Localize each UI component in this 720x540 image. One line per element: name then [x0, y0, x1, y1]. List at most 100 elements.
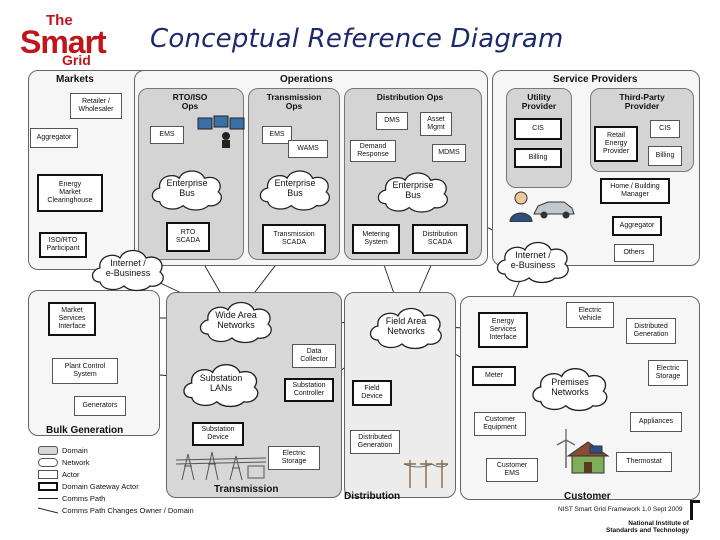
actor-generators: Generators [74, 396, 126, 416]
legend-network-swatch [38, 458, 58, 467]
legend-comms-path-label: Comms Path [62, 494, 106, 503]
cloud-shape [496, 241, 569, 284]
cloud-label: Internet / e-Business [105, 258, 151, 278]
actor-cis-utility: CIS [514, 118, 562, 140]
actor-appliances: Appliances [630, 412, 682, 432]
cloud-label: Enterprise Bus [274, 178, 316, 198]
actor-substation-device: Substation Device [192, 422, 244, 446]
nist-name: National Institute of Standards and Tech… [606, 520, 689, 535]
substation-towers-icon [176, 451, 267, 480]
group-title-third-party-provider: Third-Party Provider [619, 92, 665, 111]
actor-metering-system: Metering System [352, 224, 400, 254]
legend-comms-changes-label: Comms Path Changes Owner / Domain [62, 506, 194, 515]
actor-transmission-scada: Transmission SCADA [262, 224, 326, 254]
domain-label-transmission: Transmission [214, 484, 279, 495]
house-icon [566, 441, 610, 474]
actor-substation-controller: Substation Controller [284, 378, 334, 402]
actor-customer-ems: Customer EMS [486, 458, 538, 482]
legend-actor: Actor [38, 470, 80, 479]
domain-label-customer: Customer [564, 491, 611, 502]
cloud-shape [199, 301, 272, 344]
actor-asset-mgmt: Asset Mgmt [420, 112, 452, 136]
nist-logo-icon [690, 500, 700, 520]
domain-label-bulk-generation: Bulk Generation [46, 425, 124, 436]
actor-distributed-generation-dist: Distributed Generation [350, 430, 400, 454]
legend-domain-swatch [38, 446, 58, 455]
actor-cis-third-party: CIS [650, 120, 680, 138]
actor-wams: WAMS [288, 140, 328, 158]
actor-iso-rto-participant: ISO/RTO Participant [39, 232, 87, 258]
actor-ems-rto: EMS [150, 126, 184, 144]
wind-turbine-icon [556, 429, 576, 468]
network-enterprise-bus-transmission: Enterprise Bus [256, 166, 334, 212]
legend-actor-swatch [38, 470, 58, 479]
network-premises-networks: Premises Networks [528, 364, 612, 412]
legend-comms-path-changes: Comms Path Changes Owner / Domain [38, 506, 194, 515]
actor-retail-energy-provider: Retail Energy Provider [594, 126, 638, 162]
control-room-icon [197, 115, 245, 148]
domain-label-markets: Markets [56, 74, 94, 85]
cloud-shape [259, 170, 330, 211]
cloud-shape [377, 172, 448, 213]
actor-plant-control-system: Plant Control System [52, 358, 118, 384]
actor-distributed-generation-cust: Distributed Generation [626, 318, 676, 344]
actor-others: Others [614, 244, 654, 262]
legend-domain-label: Domain [62, 446, 88, 455]
legend-network-label: Network [62, 458, 90, 467]
cloud-label: Wide Area Networks [215, 310, 257, 330]
legend-gateway-swatch [38, 482, 58, 491]
actor-electric-storage-transmission: Electric Storage [268, 446, 320, 470]
legend-gateway-label: Domain Gateway Actor [62, 482, 139, 491]
logo-grid-text: Grid [62, 52, 91, 68]
network-field-area-networks: Field Area Networks [362, 304, 450, 350]
cloud-shape [91, 249, 164, 292]
legend-comms-changes-swatch [38, 507, 58, 514]
cloud-label: Enterprise Bus [392, 180, 434, 200]
cloud-label: Premises Networks [551, 377, 589, 397]
actor-rto-scada: RTO SCADA [166, 222, 210, 252]
domain-label-distribution: Distribution [344, 491, 401, 502]
page-title: Conceptual Reference Diagram [150, 24, 564, 54]
cloud-shape [369, 307, 442, 350]
actor-retailer-wholesaler: Retailer / Wholesaler [70, 93, 122, 119]
group-title-utility-provider: Utility Provider [521, 92, 557, 111]
actor-aggregator-markets: Aggregator [30, 128, 78, 148]
actor-home-building-manager: Home / Building Manager [600, 178, 670, 204]
actor-electric-vehicle: Electric Vehicle [566, 302, 614, 328]
domain-label-operations: Operations [280, 74, 333, 85]
utility-poles-icon [403, 460, 449, 488]
actor-thermostat: Thermostat [616, 452, 672, 472]
logo-the-text: The [46, 12, 73, 29]
cloud-label: Internet / e-Business [510, 250, 556, 270]
network-wide-area-networks: Wide Area Networks [192, 298, 280, 344]
network-enterprise-bus-distribution: Enterprise Bus [374, 168, 452, 214]
legend-network: Network [38, 458, 90, 467]
legend-comms-path: Comms Path [38, 494, 105, 503]
actor-aggregator-sp: Aggregator [612, 216, 662, 236]
actor-field-device: Field Device [352, 380, 392, 406]
actor-customer-equipment: Customer Equipment [474, 412, 526, 436]
cloud-shape [183, 364, 259, 408]
cloud-label: Enterprise Bus [166, 178, 208, 198]
actor-dms: DMS [376, 112, 408, 130]
group-title-transmission-ops: Transmission Ops [266, 92, 322, 111]
cloud-shape [151, 170, 222, 211]
actor-meter: Meter [472, 366, 516, 386]
actor-billing-third-party: Billing [648, 146, 682, 166]
legend-comms-path-swatch [38, 498, 58, 499]
actor-electric-storage-cust: Electric Storage [648, 360, 688, 386]
customer-person-icon [509, 191, 533, 222]
network-substation-lans: Substation LANs [178, 360, 264, 408]
actor-ems-transmission: EMS [262, 126, 292, 144]
electric-car-icon [533, 201, 575, 219]
cloud-label: Field Area Networks [385, 316, 427, 336]
actor-data-collector: Data Collector [292, 344, 336, 368]
actor-distribution-scada: Distribution SCADA [412, 224, 468, 254]
domain-label-service-providers: Service Providers [553, 74, 638, 85]
actor-demand-response: Demand Response [350, 140, 396, 162]
actor-billing-utility: Billing [514, 148, 562, 168]
logo-smart-text: Smart [20, 24, 107, 60]
actor-market-services-interface: Market Services Interface [48, 302, 96, 336]
legend-domain: Domain [38, 446, 88, 455]
network-internet-right: Internet / e-Business [492, 238, 574, 284]
